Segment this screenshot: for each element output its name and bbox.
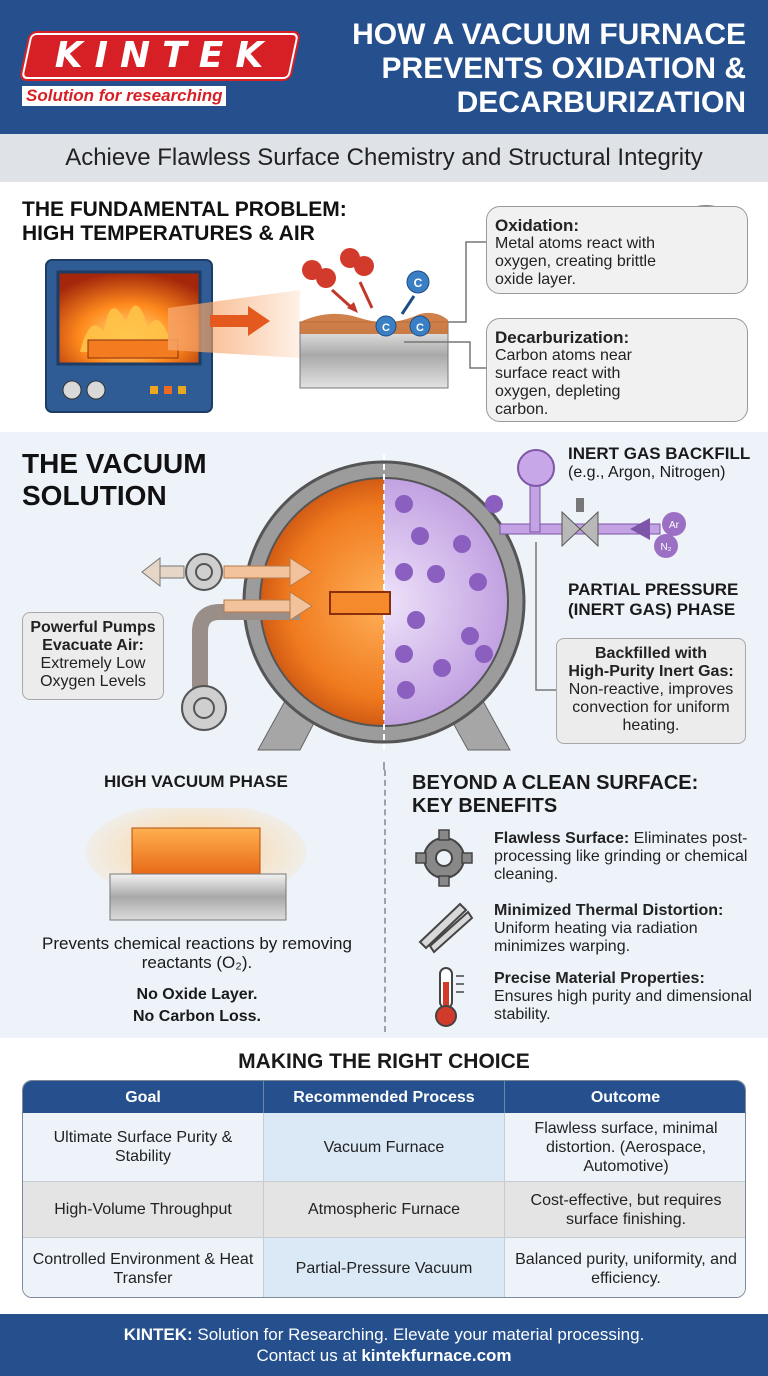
header-cell: Recommended Process	[264, 1081, 505, 1113]
section-divider	[384, 770, 386, 1032]
oxidation-callout: Oxidation: Metal atoms react with oxygen…	[486, 206, 748, 294]
title-line-3: DECARBURIZATION	[456, 86, 746, 119]
vacuum-section: THE VACUUM SOLUTION INERT GAS BACKFILL (…	[0, 432, 768, 1038]
table-row: High-Volume Throughput Atmospheric Furna…	[23, 1181, 745, 1237]
table-cell: Partial-Pressure Vacuum	[264, 1238, 505, 1297]
benefits-title: BEYOND A CLEAN SURFACE: KEY BENEFITS	[412, 772, 699, 817]
molecule-label: C	[416, 322, 424, 334]
table-cell: Balanced purity, uniformity, and efficie…	[505, 1238, 745, 1297]
table-row: Ultimate Surface Purity & Stability Vacu…	[23, 1113, 745, 1181]
table-cell: Ultimate Surface Purity & Stability	[23, 1113, 264, 1181]
vacuum-chamber-illustration: Ar N₂	[141, 449, 686, 770]
gas-label: Ar	[669, 520, 680, 531]
header-cell: Goal	[23, 1081, 264, 1113]
pumps-callout: Powerful Pumps Evacuate Air: Extremely L…	[22, 612, 164, 700]
table-cell: Vacuum Furnace	[264, 1113, 505, 1181]
decarburization-callout: Decarburization: Carbon atoms near surfa…	[486, 318, 748, 422]
footer: KINTEK: Solution for Researching. Elevat…	[0, 1314, 768, 1376]
backfill-callout: Backfilled with High-Purity Inert Gas: N…	[556, 638, 746, 744]
table-cell: High-Volume Throughput	[23, 1182, 264, 1237]
inert-gas-title: INERT GAS BACKFILL	[568, 444, 751, 463]
choice-table: Goal Recommended Process Outcome Ultimat…	[22, 1080, 746, 1298]
footer-line-2: Contact us at kintekfurnace.com	[256, 1346, 512, 1365]
clean-part-illustration	[86, 808, 306, 921]
gas-label: N₂	[660, 542, 671, 553]
benefit-item: Flawless Surface: Eliminates post-proces…	[494, 830, 748, 883]
logo-tagline: Solution for researching	[22, 86, 227, 106]
table-cell: Cost-effective, but requires surface fin…	[505, 1182, 745, 1237]
benefit-item: Precise Material Properties: Ensures hig…	[494, 970, 752, 1023]
benefit-item: Minimized Thermal Distortion: Uniform he…	[494, 902, 724, 955]
molecule-label: C	[414, 276, 423, 290]
page-title: HOW A VACUUM FURNACE PREVENTS OXIDATION …	[316, 18, 746, 120]
gas-inlet-icon	[499, 449, 661, 691]
gear-icon	[415, 829, 473, 887]
table-row: Controlled Environment & Heat Transfer P…	[23, 1237, 745, 1297]
bars-icon	[418, 902, 474, 954]
logo: KINTEK	[54, 35, 276, 76]
subtitle: Achieve Flawless Surface Chemistry and S…	[0, 134, 768, 182]
high-vacuum-text: Prevents chemical reactions by removing …	[42, 934, 352, 972]
partial-pressure-title: PARTIAL PRESSURE (INERT GAS) PHASE	[568, 580, 739, 619]
table-cell: Atmospheric Furnace	[264, 1182, 505, 1237]
header-cell: Outcome	[505, 1081, 745, 1113]
vacuum-pump-icon	[181, 553, 300, 731]
inert-gas-molecules	[395, 495, 503, 699]
problem-title: THE FUNDAMENTAL PROBLEM: HIGH TEMPERATUR…	[22, 198, 347, 245]
table-cell: Flawless surface, minimal distortion. (A…	[505, 1113, 745, 1181]
footer-line-1: KINTEK: Solution for Researching. Elevat…	[123, 1325, 645, 1344]
inert-gas-subtitle: (e.g., Argon, Nitrogen)	[568, 464, 726, 481]
molecule-label: C	[382, 322, 390, 334]
arrow-icon	[210, 306, 270, 336]
table-header: Goal Recommended Process Outcome	[23, 1081, 745, 1113]
furnace-icon	[45, 259, 213, 413]
oxygen-molecule-icon	[302, 248, 374, 288]
choice-title: MAKING THE RIGHT CHOICE	[238, 1050, 530, 1073]
high-vacuum-result: No Oxide Layer. No Carbon Loss.	[132, 986, 261, 1025]
website-link[interactable]: kintekfurnace.com	[361, 1346, 512, 1365]
carbon-molecule-icon	[375, 270, 431, 337]
title-line-2: PREVENTS OXIDATION &	[381, 52, 746, 85]
table-cell: Controlled Environment & Heat Transfer	[23, 1238, 264, 1297]
title-line-1: HOW A VACUUM FURNACE	[352, 18, 746, 51]
vacuum-title: THE VACUUM SOLUTION	[22, 448, 207, 511]
high-vacuum-title: HIGH VACUUM PHASE	[104, 772, 288, 791]
exhaust-arrow-icon	[141, 556, 313, 621]
thermometer-icon	[435, 967, 464, 1027]
gas-molecule-icon	[654, 512, 686, 558]
header-banner: KINTEK Solution for researching HOW A VA…	[0, 0, 768, 134]
problem-section: THE FUNDAMENTAL PROBLEM: HIGH TEMPERATUR…	[0, 182, 768, 432]
